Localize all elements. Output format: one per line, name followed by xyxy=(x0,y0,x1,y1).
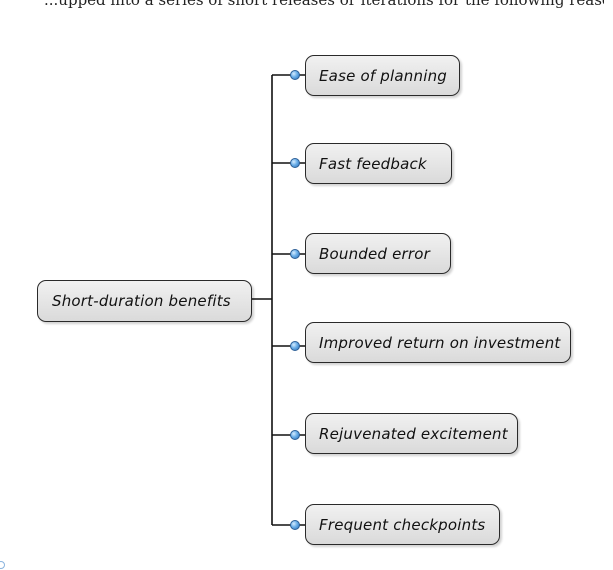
child-node-bounded-error: Bounded error xyxy=(305,233,451,274)
child-node-frequent-checkpoints: Frequent checkpoints xyxy=(305,504,500,545)
cropped-text-line: ...upped into a series of short releases… xyxy=(44,0,604,9)
corner-circle-icon xyxy=(0,561,5,569)
child-node-ease-of-planning: Ease of planning xyxy=(305,55,460,96)
child-node-label: Rejuvenated excitement xyxy=(319,424,508,443)
child-node-rejuvenated-excitement: Rejuvenated excitement xyxy=(305,413,518,454)
child-node-label: Improved return on investment xyxy=(319,333,561,352)
bullet-dot-icon xyxy=(290,341,300,351)
root-node: Short-duration benefits xyxy=(37,280,252,322)
bullet-dot-icon xyxy=(290,249,300,259)
bullet-dot-icon xyxy=(290,430,300,440)
bullet-dot-icon xyxy=(290,70,300,80)
child-node-label: Frequent checkpoints xyxy=(319,515,486,534)
child-node-fast-feedback: Fast feedback xyxy=(305,143,452,184)
child-node-improved-roi: Improved return on investment xyxy=(305,322,571,363)
bullet-dot-icon xyxy=(290,520,300,530)
child-node-label: Bounded error xyxy=(319,244,431,263)
bullet-dot-icon xyxy=(290,158,300,168)
child-node-label: Ease of planning xyxy=(319,66,447,85)
root-node-label: Short-duration benefits xyxy=(52,292,231,310)
child-node-label: Fast feedback xyxy=(319,154,427,173)
